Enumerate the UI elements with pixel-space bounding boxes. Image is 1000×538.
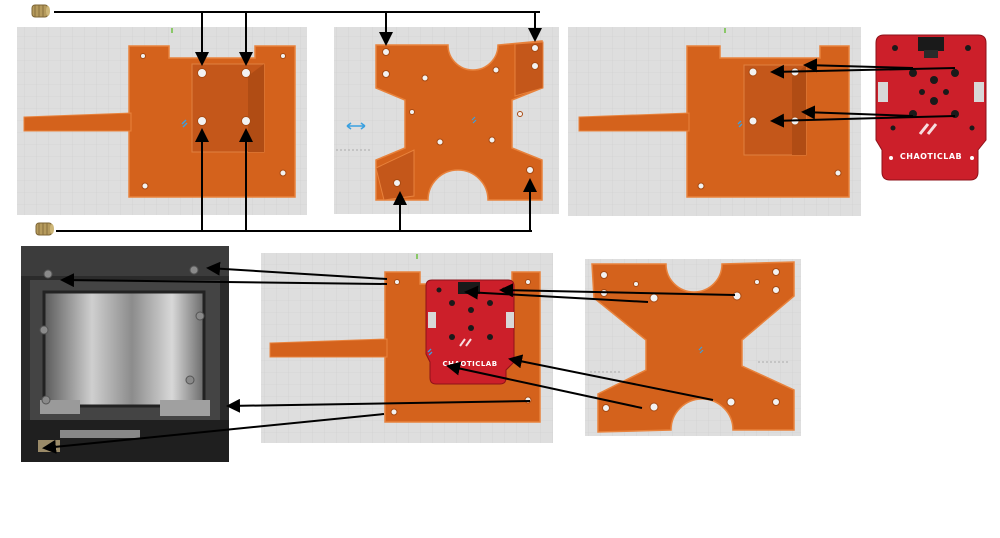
- screw-hole-icon: [697, 67, 842, 190]
- insertion-arrows-bottom: [56, 128, 537, 232]
- brass-insert-icon: [31, 4, 51, 18]
- hardware-photo: [21, 246, 229, 462]
- axis-gizmo-icon: [346, 122, 366, 130]
- chaoticlab-bracket: CHAOTICLAB: [875, 34, 987, 181]
- screw-hole-icon: [600, 268, 780, 412]
- plate-tab-extension: [23, 112, 132, 132]
- mount-plate-front-view: [375, 40, 543, 201]
- viewport-panel-5: [585, 259, 801, 436]
- brand-logo-text: CHAOTICLAB: [900, 152, 962, 161]
- viewport-panel-4: CHAOTICLAB: [261, 253, 553, 443]
- brand-logo-text-mounted: CHAOTICLAB: [442, 360, 497, 368]
- axis-gizmo-icon: [181, 119, 188, 128]
- cross-reference-arrows: [42, 261, 736, 454]
- screw-hole-icon: [382, 44, 539, 187]
- brass-insert-icon: [35, 222, 55, 236]
- viewport-panel-1: [17, 27, 307, 215]
- screw-hole-icon: [140, 53, 287, 190]
- mount-plate-flat-view: [591, 261, 795, 433]
- insertion-arrows-top: [54, 11, 542, 66]
- viewport-panel-2: [334, 27, 559, 214]
- bracket-alignment-arrows: [770, 58, 956, 128]
- viewport-panel-3: [568, 27, 861, 216]
- chaoticlab-bracket-mounted: CHAOTICLAB: [425, 279, 515, 385]
